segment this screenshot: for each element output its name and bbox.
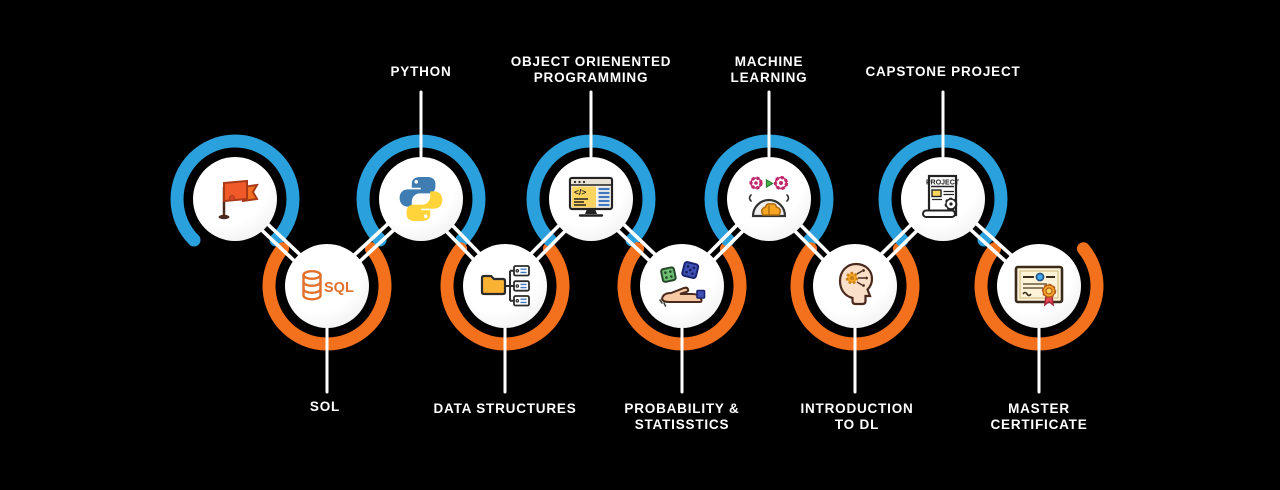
gears-brain-icon xyxy=(748,175,790,218)
node-object-oriented-programming: </> xyxy=(516,124,666,274)
dice-hand-icon xyxy=(659,261,706,307)
python-node-circle xyxy=(379,157,463,241)
head-circuit-icon xyxy=(838,262,874,306)
flag-icon xyxy=(218,179,259,220)
project-text: PROJECT xyxy=(926,180,960,187)
folder-tree-icon xyxy=(480,265,530,307)
python-icon xyxy=(399,177,443,221)
capstone-node-circle: PROJECT xyxy=(901,157,985,241)
certificate-icon xyxy=(1014,265,1064,307)
sql-node-circle: SQL xyxy=(285,244,369,328)
project-document-icon: PROJECT xyxy=(922,174,960,218)
sql-text: SQL xyxy=(324,280,354,296)
sql-database-icon: SQL xyxy=(302,269,354,301)
code-monitor-icon: </> xyxy=(568,176,614,217)
data-structures-node-circle xyxy=(463,244,547,328)
dl-node-circle xyxy=(813,244,897,328)
label-probability-statistics: PROBABILITY &STATISSTICS xyxy=(624,401,740,432)
start-node-circle xyxy=(193,157,277,241)
node-master-certificate xyxy=(964,211,1114,361)
start-ring-arc xyxy=(170,134,300,247)
probability-node-circle xyxy=(640,244,724,328)
node-capstone-project: PROJECT xyxy=(868,124,1018,274)
node-start xyxy=(160,124,310,274)
label-data-structures: DATA STRUCTURES xyxy=(433,401,577,416)
certificate-node-circle xyxy=(997,244,1081,328)
node-sql: SQL xyxy=(252,211,402,361)
ml-node-circle xyxy=(727,157,811,241)
label-python: PYTHON xyxy=(390,64,452,79)
code-brackets-text: </> xyxy=(574,187,586,197)
label-sql: SOL xyxy=(309,399,341,414)
label-capstone-project: CAPSTONE PROJECT xyxy=(865,64,1021,79)
oop-node-circle: </> xyxy=(549,157,633,241)
